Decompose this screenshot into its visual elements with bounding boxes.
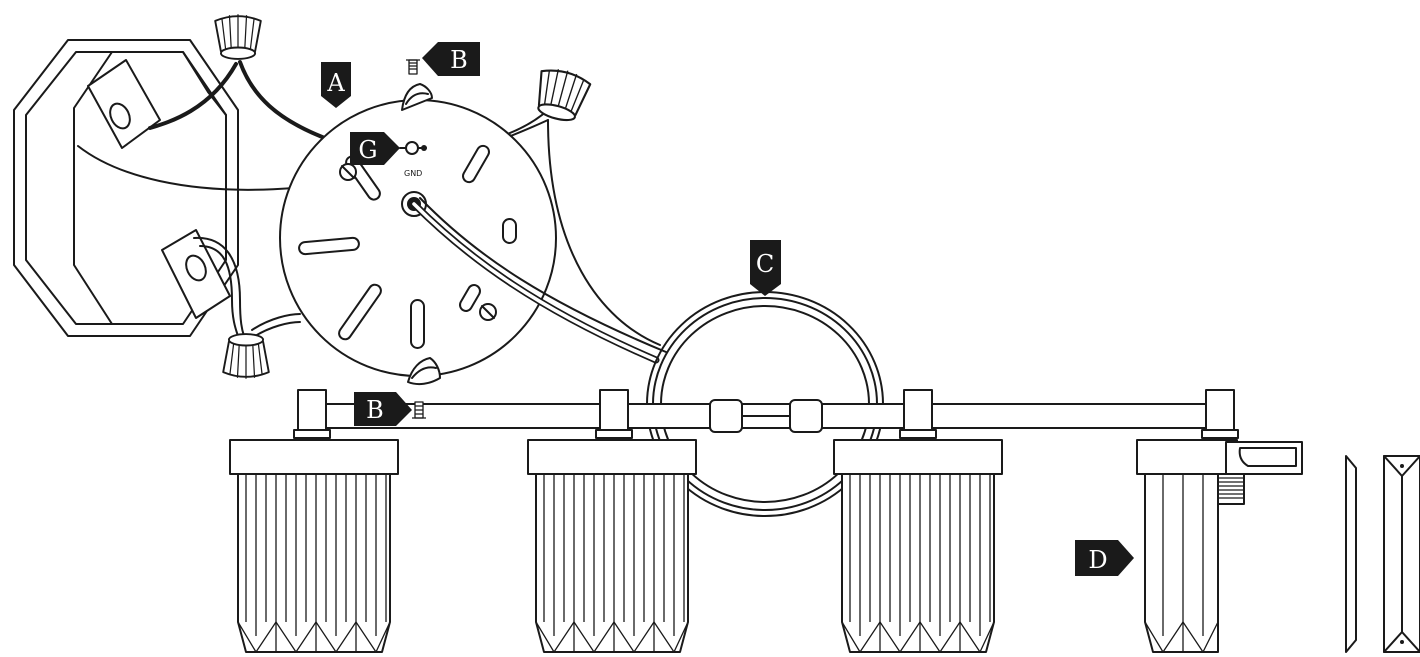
- crystal-strip-front-view: [1383, 455, 1420, 653]
- callout-b-bottom: B: [354, 392, 412, 426]
- mounting-tab-top: [87, 59, 161, 149]
- screw-bottom-icon: [412, 401, 426, 419]
- crystal-strip-side-view: [1345, 455, 1357, 653]
- screw-top-icon: [406, 59, 420, 75]
- callout-b-top-label: B: [450, 46, 468, 74]
- callout-b-bottom-label: B: [366, 396, 384, 424]
- callout-c-label: C: [756, 250, 774, 278]
- crystal-clip-hardware: [1217, 441, 1303, 505]
- callout-a: A: [321, 62, 351, 108]
- callout-g-label: G: [358, 136, 377, 164]
- wire-nut-bottom-left: [222, 333, 270, 380]
- glass-shade-2: [527, 439, 697, 653]
- ground-screw: GND: [399, 141, 427, 178]
- plate-screw-right: [479, 303, 497, 321]
- mounting-tab-bottom: [161, 229, 231, 319]
- socket-cap-1: [293, 389, 331, 439]
- fixture-cable: [410, 197, 667, 364]
- socket-cap-2: [595, 389, 633, 439]
- socket-cap-4: [1201, 389, 1239, 439]
- callout-b-top: B: [422, 42, 480, 76]
- glass-shade-3: [833, 439, 1003, 653]
- callout-g: G: [350, 132, 400, 165]
- crossbar: [299, 399, 1221, 433]
- glass-shade-4-partial: [1136, 439, 1238, 653]
- mounting-plate: GND: [279, 83, 557, 386]
- callout-a-label: A: [326, 69, 345, 97]
- socket-cap-3: [899, 389, 937, 439]
- mounting-slots: [298, 144, 517, 349]
- callout-c: C: [750, 240, 781, 296]
- plate-screw-left: [339, 163, 357, 181]
- wire-nut-top-left: [214, 13, 262, 60]
- callout-d: D: [1075, 540, 1134, 576]
- ground-label: GND: [404, 169, 422, 178]
- callout-d-label: D: [1088, 546, 1107, 574]
- glass-shade-1: [229, 439, 399, 653]
